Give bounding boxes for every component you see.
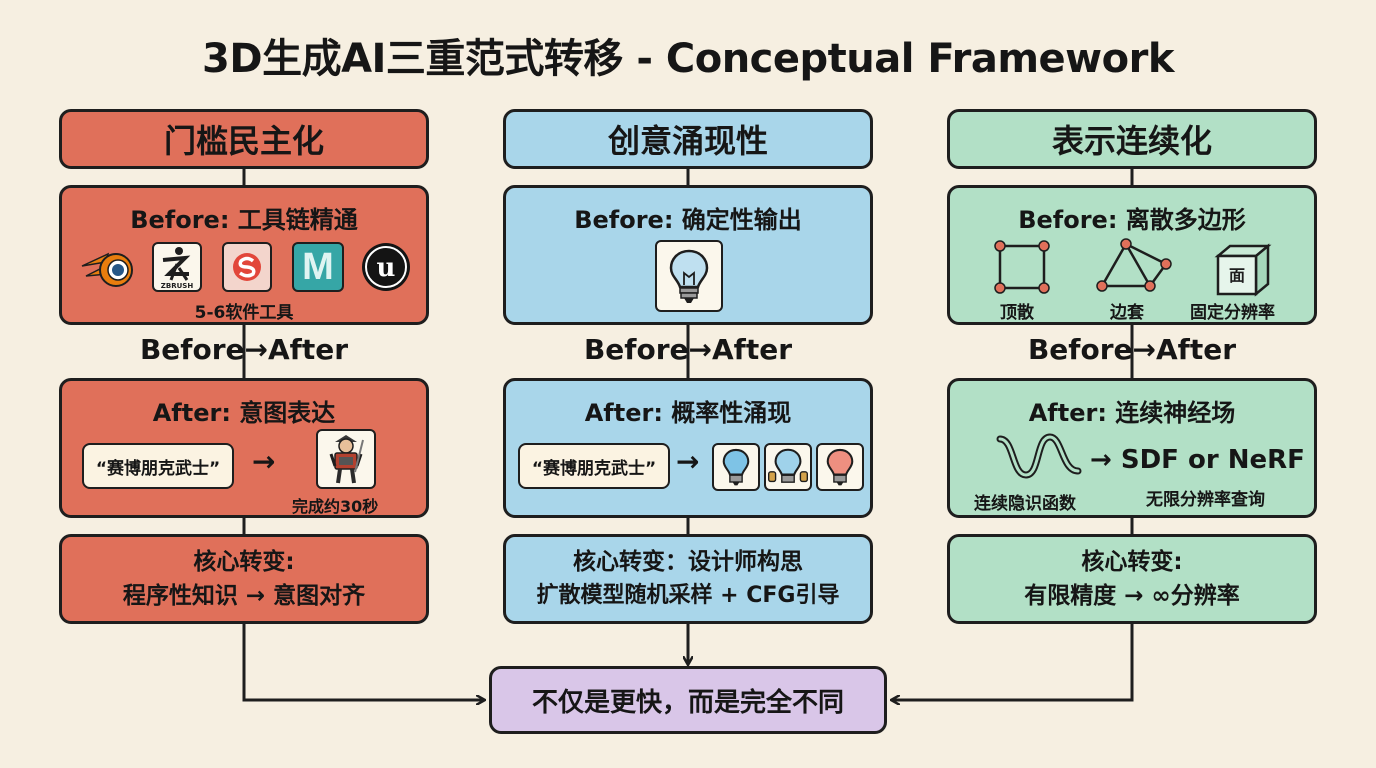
arrow-icon: → xyxy=(252,445,276,478)
core-shift-panel: 核心转变: 有限精度 → ∞分辨率 xyxy=(947,534,1317,624)
lightbulb-variant-red-icon xyxy=(816,443,864,491)
blender-icon xyxy=(81,252,133,287)
before-panel-deterministic: Before: 确定性输出 xyxy=(503,185,873,325)
before-after-label: Before→After xyxy=(583,333,793,366)
header-label: 门槛民主化 xyxy=(163,122,324,160)
conclusion-box: 不仅是更快，而是完全不同 xyxy=(489,666,887,734)
before-title: Before: 离散多边形 xyxy=(1018,206,1246,234)
shape-label: 顶散 xyxy=(1000,303,1034,323)
header-label: 表示连续化 xyxy=(1051,122,1212,160)
core-line-1: 核心转变: xyxy=(1081,549,1183,575)
header-threshold-democratization: 门槛民主化 xyxy=(59,109,429,169)
before-title: Before: 工具链精通 xyxy=(130,206,358,234)
after-panel-intent: After: 意图表达 “赛博朋克武士” → 完成约30秒 xyxy=(59,378,429,518)
shape-label: 固定分辨率 xyxy=(1190,303,1275,323)
unreal-icon: u xyxy=(362,243,410,291)
after-title: After: 概率性涌现 xyxy=(584,399,792,427)
sdf-nerf-result: → SDF or NeRF xyxy=(1090,445,1305,475)
after-title: After: 连续神经场 xyxy=(1028,399,1236,427)
header-label: 创意涌现性 xyxy=(607,122,768,160)
page-title: 3D生成AI三重范式转移 - Conceptual Framework xyxy=(202,36,1174,82)
lightbulb-variant-blue-icon xyxy=(712,443,760,491)
continuous-wave-icon xyxy=(996,433,1082,479)
after-caption: 完成约30秒 xyxy=(292,497,379,516)
after-panel-probabilistic: After: 概率性涌现 “赛博朋克武士” → xyxy=(503,378,873,518)
after-caption-left: 连续隐识函数 xyxy=(974,494,1076,514)
header-representation-continuity: 表示连续化 xyxy=(947,109,1317,169)
samurai-icon xyxy=(316,429,376,489)
vertex-square-icon xyxy=(994,240,1050,294)
right-to-conclusion-arrow xyxy=(892,624,1134,700)
after-title: After: 意图表达 xyxy=(152,399,336,427)
prompt-box: “赛博朋克武士” xyxy=(82,443,234,489)
after-panel-neural-field: After: 连续神经场 → SDF or NeRF 连续隐识函数 无限分辨率查… xyxy=(947,378,1317,518)
core-line-2: 程序性知识 → 意图对齐 xyxy=(122,583,366,609)
maya-icon: M xyxy=(292,242,344,292)
svg-text:ZBRUSH: ZBRUSH xyxy=(161,282,194,290)
conclusion-text: 不仅是更快，而是完全不同 xyxy=(531,687,844,718)
left-to-conclusion-arrow xyxy=(242,624,484,700)
svg-text:面: 面 xyxy=(1229,266,1245,285)
edge-mesh-icon xyxy=(1096,238,1172,292)
before-after-label: Before→After xyxy=(139,333,349,366)
shape-label: 边套 xyxy=(1110,303,1144,323)
before-caption: 5-6软件工具 xyxy=(194,303,294,323)
core-shift-panel: 核心转变：设计师构思 扩散模型随机采样 + CFG引导 xyxy=(503,534,873,624)
header-creative-emergence: 创意涌现性 xyxy=(503,109,873,169)
after-caption-right: 无限分辨率查询 xyxy=(1146,490,1265,510)
core-shift-panel: 核心转变: 程序性知识 → 意图对齐 xyxy=(59,534,429,624)
lightbulb-icon xyxy=(655,240,723,312)
core-line-2: 有限精度 → ∞分辨率 xyxy=(1024,583,1240,609)
arrow-icon: → xyxy=(676,445,700,478)
substance-icon xyxy=(222,242,272,292)
prompt-box: “赛博朋克武士” xyxy=(518,443,670,489)
before-after-label: Before→After xyxy=(1027,333,1237,366)
core-line-1: 核心转变：设计师构思 xyxy=(573,549,803,575)
lightbulb-variant-multi-icon xyxy=(764,443,812,491)
face-cube-icon: 面 xyxy=(1214,243,1272,297)
before-panel-discrete-polygon: Before: 离散多边形 面 顶散 边套 固定分辨率 xyxy=(947,185,1317,325)
before-title: Before: 确定性输出 xyxy=(574,206,802,234)
core-line-2: 扩散模型随机采样 + CFG引导 xyxy=(536,583,840,608)
before-panel-toolchain: Before: 工具链精通 ZBRUSH M u 5-6软件工具 xyxy=(59,185,429,325)
svg-text:u: u xyxy=(377,253,396,283)
core-line-1: 核心转变: xyxy=(193,549,295,575)
zbrush-icon: ZBRUSH xyxy=(152,242,202,292)
